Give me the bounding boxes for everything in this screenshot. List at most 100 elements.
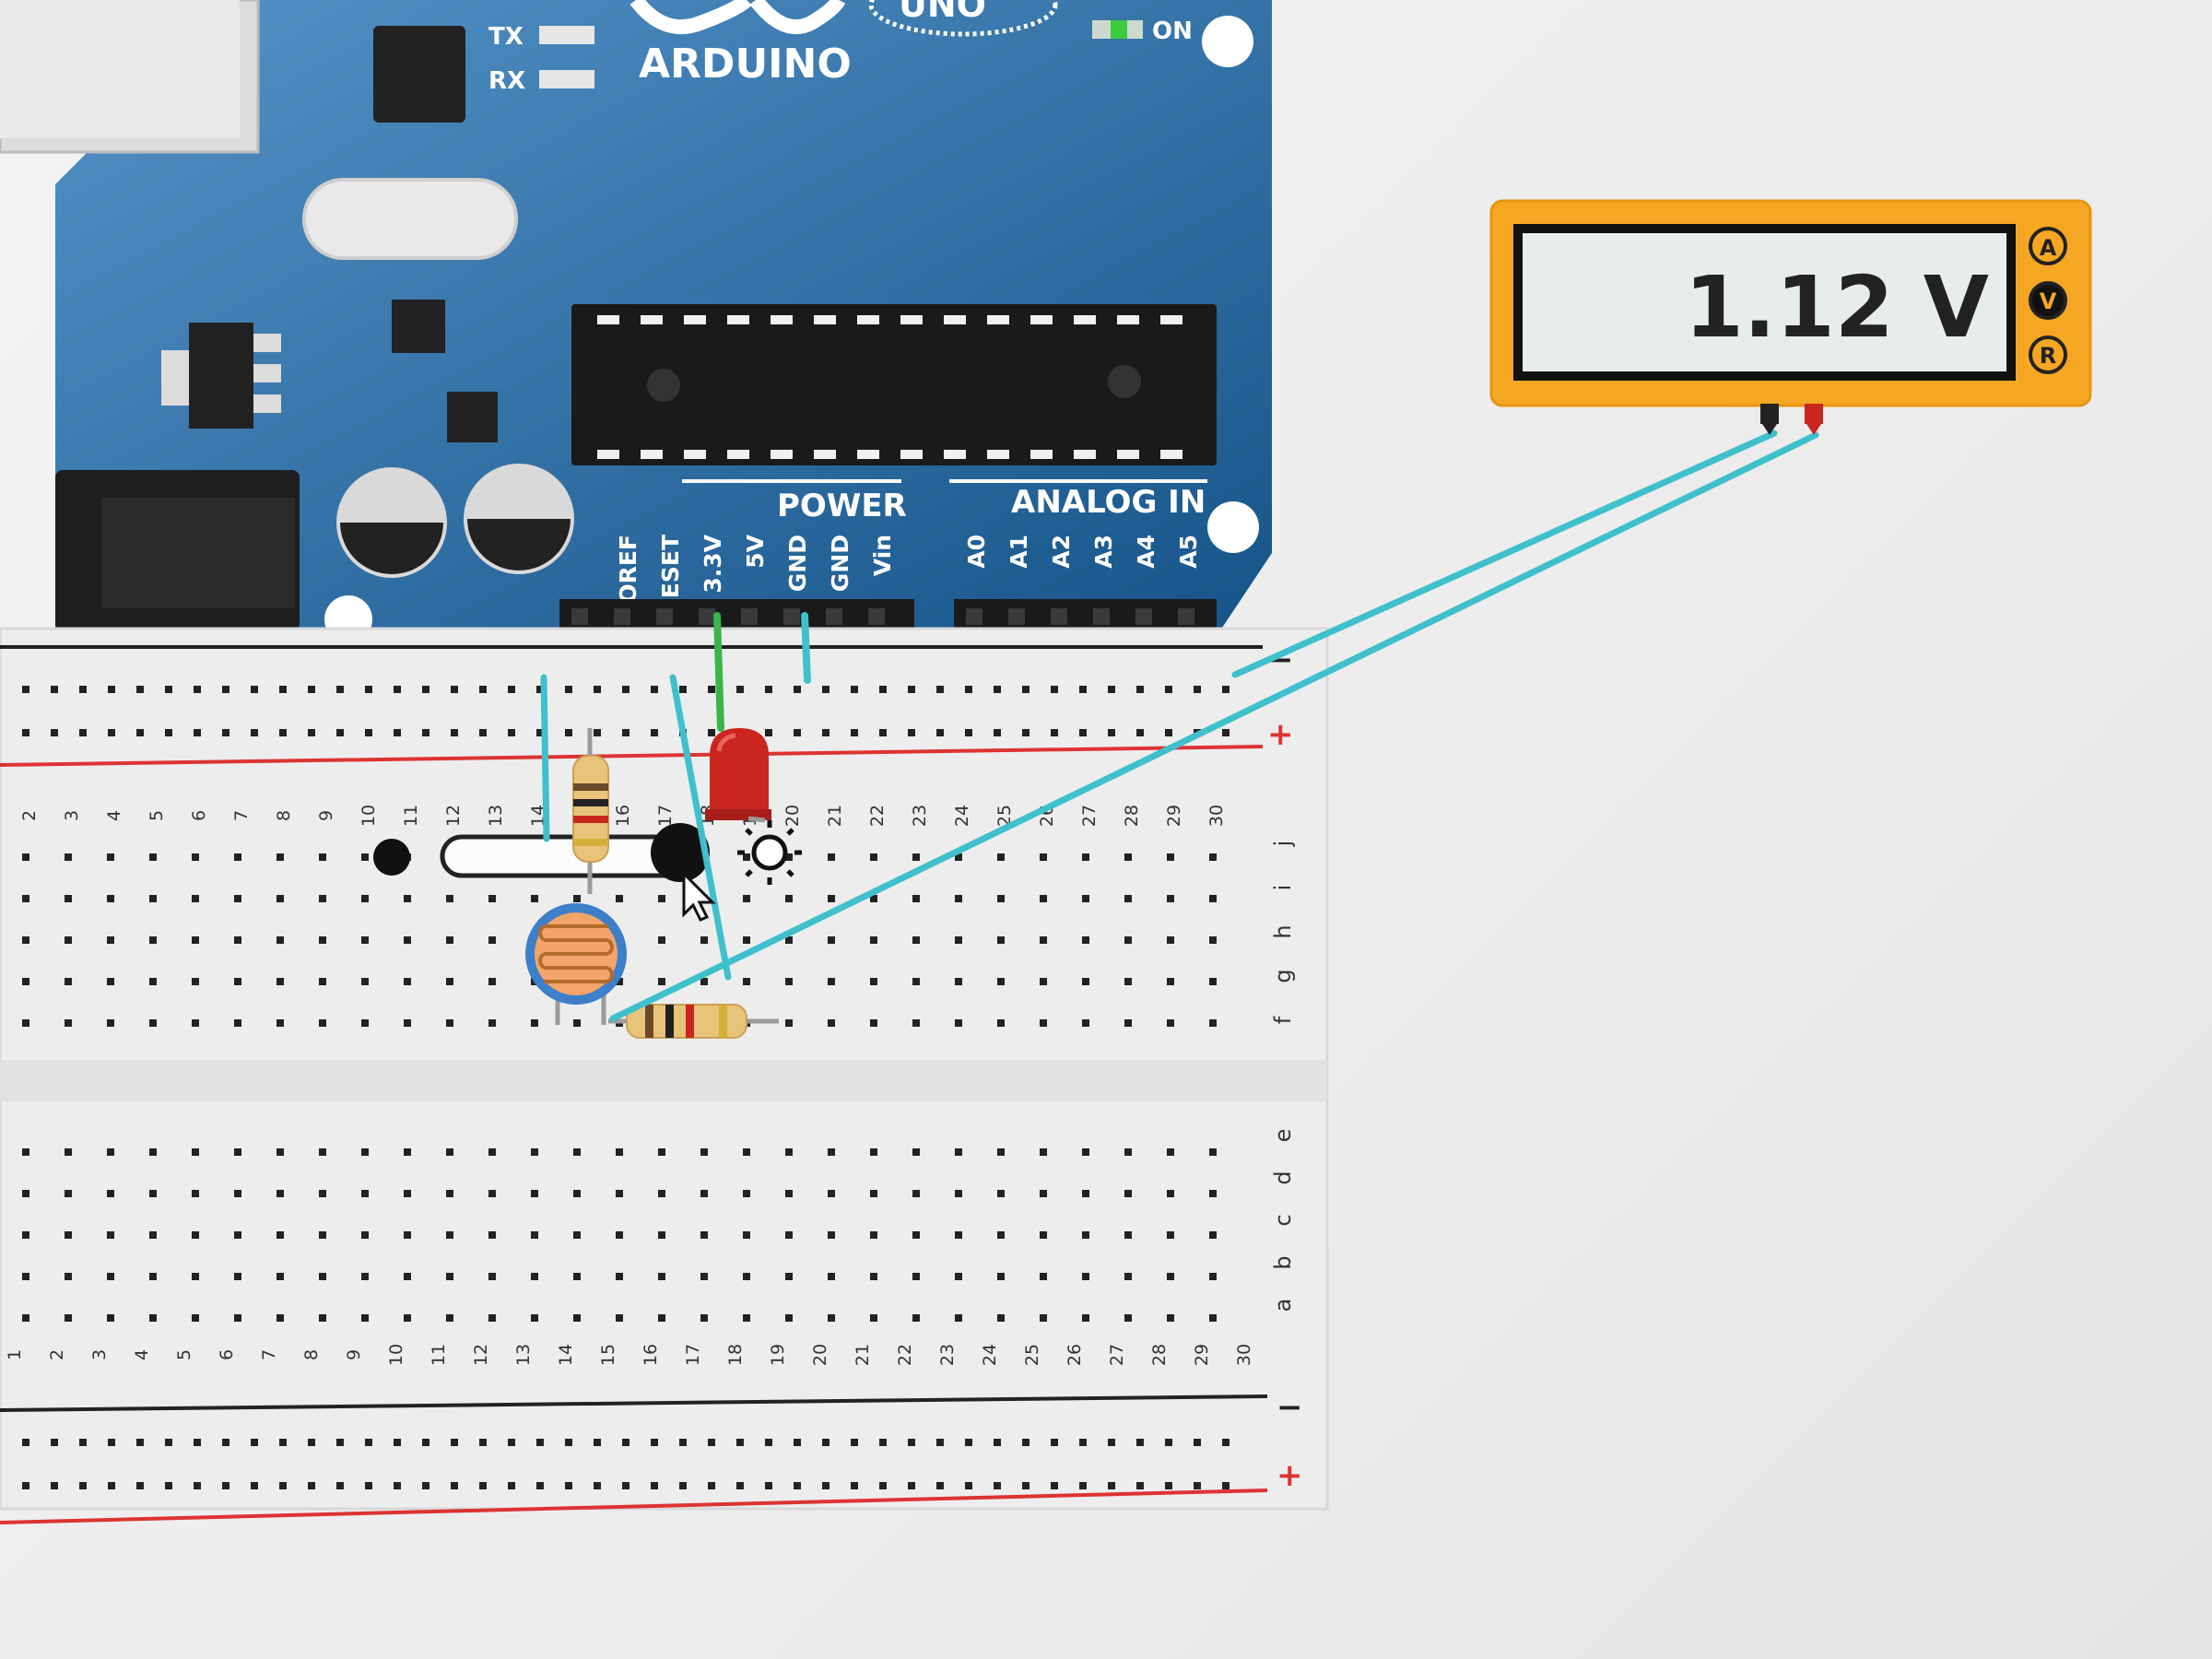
breadboard-hole[interactable] [65, 1190, 72, 1197]
breadboard-hole[interactable] [365, 1439, 372, 1446]
breadboard-hole[interactable] [65, 936, 72, 944]
breadboard-hole[interactable] [1124, 978, 1132, 985]
breadboard-hole[interactable] [765, 1439, 772, 1446]
breadboard-hole[interactable] [365, 729, 372, 736]
breadboard-hole[interactable] [276, 978, 284, 985]
breadboard-hole[interactable] [279, 1482, 287, 1489]
breadboard-hole[interactable] [1209, 1231, 1217, 1239]
breadboard-hole[interactable] [65, 895, 72, 902]
breadboard-hole[interactable] [658, 895, 665, 902]
breadboard-hole[interactable] [870, 895, 877, 902]
breadboard-hole[interactable] [743, 1273, 750, 1280]
breadboard-hole[interactable] [700, 1190, 708, 1197]
breadboard-hole[interactable] [251, 1482, 258, 1489]
breadboard-hole[interactable] [479, 1439, 487, 1446]
breadboard-hole[interactable] [616, 1273, 623, 1280]
breadboard-hole[interactable] [165, 686, 172, 693]
breadboard-hole[interactable] [361, 1273, 369, 1280]
breadboard-hole[interactable] [1082, 1231, 1089, 1239]
breadboard-hole[interactable] [319, 1019, 326, 1027]
resistor-upper[interactable] [572, 728, 609, 894]
breadboard-hole[interactable] [319, 1231, 326, 1239]
breadboard-hole[interactable] [1082, 936, 1089, 944]
breadboard-hole[interactable] [276, 1273, 284, 1280]
breadboard-hole[interactable] [651, 729, 658, 736]
probe-wire-black[interactable] [1231, 429, 1778, 678]
breadboard-hole[interactable] [622, 686, 629, 693]
breadboard-hole[interactable] [488, 1148, 496, 1156]
breadboard-hole[interactable] [1167, 853, 1174, 861]
breadboard-hole[interactable] [22, 729, 29, 736]
breadboard-hole[interactable] [743, 853, 750, 861]
breadboard-hole[interactable] [879, 1439, 887, 1446]
breadboard-hole[interactable] [908, 1439, 915, 1446]
breadboard-hole[interactable] [828, 936, 835, 944]
breadboard-hole[interactable] [479, 1482, 487, 1489]
breadboard-hole[interactable] [446, 1273, 453, 1280]
breadboard-hole[interactable] [451, 729, 458, 736]
breadboard-hole[interactable] [22, 686, 29, 693]
breadboard-hole[interactable] [251, 729, 258, 736]
breadboard-hole[interactable] [912, 1190, 920, 1197]
breadboard-hole[interactable] [794, 686, 801, 693]
breadboard-hole[interactable] [1209, 1148, 1217, 1156]
breadboard-hole[interactable] [1124, 1019, 1132, 1027]
breadboard-hole[interactable] [573, 1019, 581, 1027]
breadboard-hole[interactable] [165, 1482, 172, 1489]
breadboard-hole[interactable] [108, 729, 115, 736]
breadboard-hole[interactable] [234, 895, 241, 902]
mode-selector-v[interactable]: V [2029, 281, 2067, 320]
breadboard-hole[interactable] [1167, 895, 1174, 902]
breadboard-hole[interactable] [65, 1231, 72, 1239]
breadboard-hole[interactable] [65, 978, 72, 985]
breadboard-hole[interactable] [319, 1273, 326, 1280]
breadboard-hole[interactable] [308, 1439, 315, 1446]
breadboard-hole[interactable] [997, 978, 1005, 985]
breadboard-hole[interactable] [422, 729, 429, 736]
probe-terminal-red[interactable] [1805, 404, 1823, 424]
breadboard-hole[interactable] [336, 729, 344, 736]
breadboard-hole[interactable] [488, 936, 496, 944]
breadboard-hole[interactable] [446, 895, 453, 902]
breadboard-hole[interactable] [700, 1148, 708, 1156]
breadboard-hole[interactable] [870, 1190, 877, 1197]
breadboard-hole[interactable] [22, 1231, 29, 1239]
breadboard-hole[interactable] [736, 1439, 744, 1446]
probe-terminal-black[interactable] [1760, 404, 1779, 424]
breadboard-hole[interactable] [234, 1019, 241, 1027]
breadboard-hole[interactable] [1222, 686, 1230, 693]
breadboard-hole[interactable] [651, 1482, 658, 1489]
breadboard-hole[interactable] [279, 686, 287, 693]
breadboard-hole[interactable] [785, 853, 793, 861]
breadboard-hole[interactable] [531, 1314, 538, 1322]
breadboard-hole[interactable] [276, 936, 284, 944]
breadboard-hole[interactable] [319, 1148, 326, 1156]
breadboard-hole[interactable] [22, 936, 29, 944]
breadboard-hole[interactable] [1209, 1019, 1217, 1027]
breadboard-hole[interactable] [404, 936, 411, 944]
breadboard-hole[interactable] [765, 686, 772, 693]
breadboard-hole[interactable] [785, 1148, 793, 1156]
breadboard-hole[interactable] [822, 729, 830, 736]
breadboard-hole[interactable] [870, 1148, 877, 1156]
breadboard-hole[interactable] [616, 1148, 623, 1156]
breadboard-hole[interactable] [404, 1190, 411, 1197]
breadboard-hole[interactable] [870, 853, 877, 861]
header-hole[interactable] [966, 608, 982, 625]
breadboard-hole[interactable] [912, 936, 920, 944]
breadboard-hole[interactable] [870, 1273, 877, 1280]
breadboard-hole[interactable] [658, 1273, 665, 1280]
breadboard-hole[interactable] [1124, 1148, 1132, 1156]
breadboard-hole[interactable] [743, 978, 750, 985]
breadboard-hole[interactable] [912, 978, 920, 985]
breadboard-hole[interactable] [955, 978, 962, 985]
breadboard-hole[interactable] [1082, 1190, 1089, 1197]
breadboard-hole[interactable] [765, 1482, 772, 1489]
breadboard-hole[interactable] [508, 1482, 515, 1489]
breadboard-hole[interactable] [828, 853, 835, 861]
breadboard-hole[interactable] [1124, 1231, 1132, 1239]
breadboard-hole[interactable] [785, 895, 793, 902]
breadboard-hole[interactable] [955, 1190, 962, 1197]
breadboard-hole[interactable] [79, 729, 87, 736]
breadboard-hole[interactable] [908, 1482, 915, 1489]
